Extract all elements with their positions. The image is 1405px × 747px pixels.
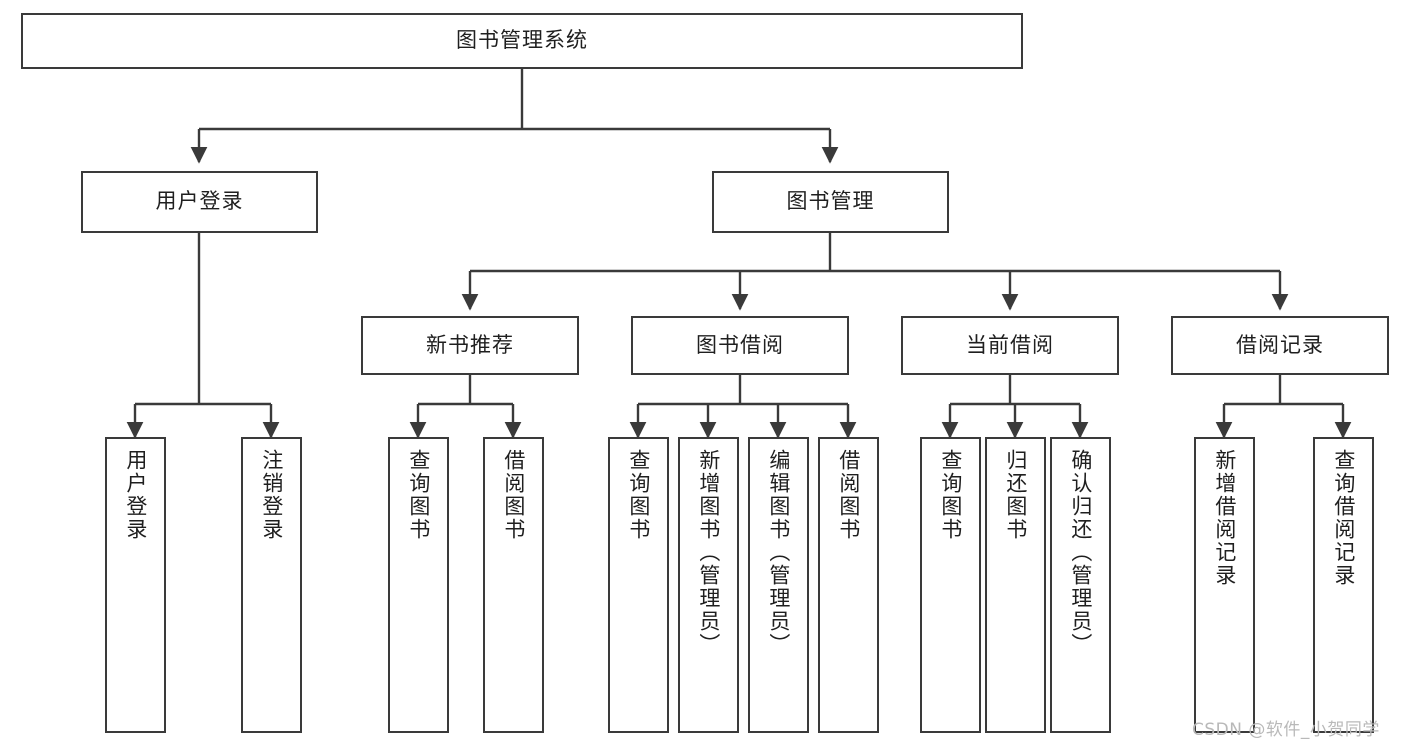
node-label: 借阅图书 [501,449,526,541]
node-book-borrow[interactable]: 图书借阅 [631,316,849,375]
node-book-management[interactable]: 图书管理 [712,171,949,233]
node-label: 图书借阅 [696,332,784,357]
node-label: 当前借阅 [966,332,1054,357]
leaf-current-return-book[interactable]: 归还图书 [985,437,1046,733]
node-current-borrow[interactable]: 当前借阅 [901,316,1119,375]
node-label: 查询图书 [626,449,651,541]
node-label: 查询借阅记录 [1331,449,1356,587]
node-label: 注销登录 [259,449,284,541]
node-user-login[interactable]: 用户登录 [81,171,318,233]
node-label: 借阅记录 [1236,332,1324,357]
leaf-new-book-borrow[interactable]: 借阅图书 [483,437,544,733]
node-label: 确认归还（管理员） [1068,449,1093,656]
node-label: 图书管理 [786,189,875,214]
leaf-user-login-signout[interactable]: 注销登录 [241,437,302,733]
node-label: 借阅图书 [836,449,861,541]
node-label: 查询图书 [938,449,963,541]
node-label: 归还图书 [1003,449,1028,541]
node-label: 新书推荐 [426,332,514,357]
leaf-user-login-signin[interactable]: 用户登录 [105,437,166,733]
leaf-record-add[interactable]: 新增借阅记录 [1194,437,1255,733]
node-label: 用户登录 [155,189,244,214]
leaf-borrow-query-book[interactable]: 查询图书 [608,437,669,733]
node-label: 新增借阅记录 [1212,449,1237,587]
node-label: 用户登录 [123,449,148,541]
node-label: 新增图书（管理员） [696,449,721,656]
leaf-current-confirm-return[interactable]: 确认归还（管理员） [1050,437,1111,733]
node-label: 查询图书 [406,449,431,541]
node-borrow-records[interactable]: 借阅记录 [1171,316,1389,375]
leaf-borrow-add-book[interactable]: 新增图书（管理员） [678,437,739,733]
leaf-borrow-edit-book[interactable]: 编辑图书（管理员） [748,437,809,733]
node-root-system[interactable]: 图书管理系统 [21,13,1023,69]
leaf-borrow-borrow-book[interactable]: 借阅图书 [818,437,879,733]
node-label: 图书管理系统 [456,28,588,53]
leaf-record-query[interactable]: 查询借阅记录 [1313,437,1374,733]
node-new-book-recommend[interactable]: 新书推荐 [361,316,579,375]
leaf-new-book-query[interactable]: 查询图书 [388,437,449,733]
leaf-current-query-book[interactable]: 查询图书 [920,437,981,733]
node-label: 编辑图书（管理员） [766,449,791,656]
